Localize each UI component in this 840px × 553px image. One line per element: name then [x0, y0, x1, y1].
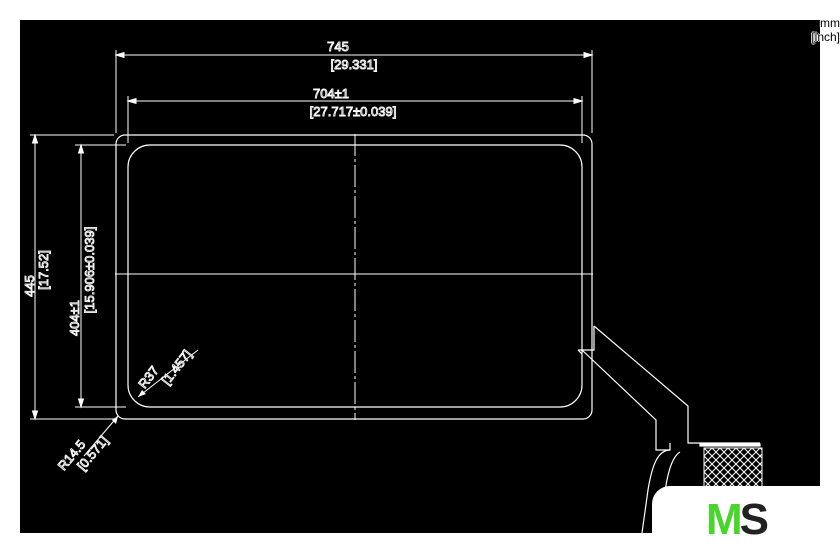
dim-inner-width-lines	[126, 96, 584, 143]
inner-radius-arrow	[138, 390, 146, 397]
units-primary: mm	[820, 16, 840, 30]
dim-outer-width-lines	[114, 50, 594, 133]
dim-inner-radius-mm: R37	[135, 363, 162, 391]
technical-drawing: 745 [29.331] 704±1 [27.717±0.039] 445 [1…	[22, 39, 763, 533]
dim-outer-height-lines	[30, 133, 114, 421]
outer-outline	[115, 134, 593, 420]
outer-radius-arrow	[112, 416, 118, 424]
dim-inner-width-inch: [27.717±0.039]	[310, 104, 397, 119]
units-secondary: [inch]	[811, 30, 840, 44]
units-legend: mm [inch]	[811, 16, 840, 44]
drawing-canvas: 745 [29.331] 704±1 [27.717±0.039] 445 [1…	[20, 16, 840, 533]
dim-inner-height-mm: 404±1	[67, 300, 82, 336]
dim-inner-height-inch: [15.906±0.039]	[82, 227, 97, 314]
dim-inner-radius-inch: [1.457]	[158, 347, 194, 388]
outer-radius-leader	[83, 415, 119, 457]
dim-inner-height-lines	[75, 143, 126, 409]
logo-letter-s: S	[739, 494, 769, 544]
dim-outer-height-mm: 445	[22, 275, 37, 297]
inner-radius-leader	[137, 349, 199, 398]
logo-letter-m: M	[705, 494, 743, 544]
dim-outer-width-inch: [29.331]	[331, 57, 378, 72]
dim-outer-height-inch: [17.52]	[36, 250, 51, 290]
dim-outer-width-mm: 745	[327, 39, 349, 54]
dim-inner-width-mm: 704±1	[313, 86, 349, 101]
